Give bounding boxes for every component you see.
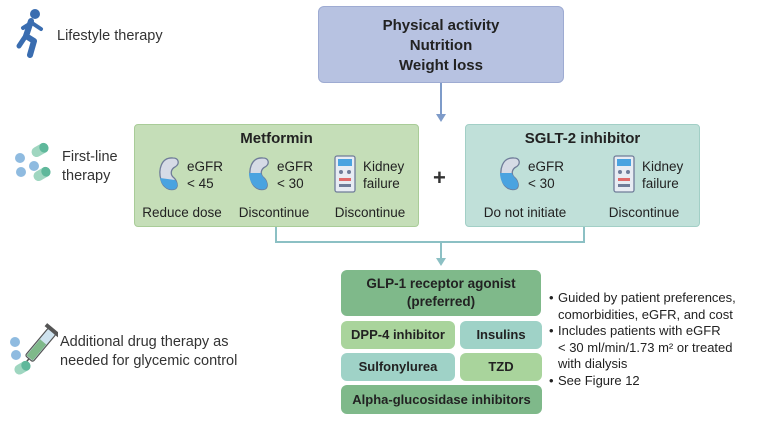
metformin-item-1-line2: < 45 <box>187 176 214 191</box>
glp1-line1: GLP-1 receptor agonist <box>366 276 516 291</box>
metformin-item-2-line1: eGFR <box>277 159 314 174</box>
lifestyle-therapy-label: Lifestyle therapy <box>57 28 163 44</box>
kidney-icon <box>249 157 269 191</box>
dpp4-box: DPP-4 inhibitor <box>341 321 455 349</box>
note-2-line2: < 30 ml/min/1.73 m² or treated <box>558 339 733 355</box>
additional-label-line2: needed for glycemic control <box>60 353 238 369</box>
alpha-glucosidase-box: Alpha-glucosidase inhibitors <box>341 385 542 414</box>
dialysis-machine-icon <box>334 155 356 193</box>
metformin-item-3-line2: failure <box>363 176 400 191</box>
note-1-line2: comorbidities, eGFR, and cost <box>558 306 733 322</box>
first-line-label-line2: therapy <box>62 168 111 184</box>
sglt2-item-2-line1: Kidney <box>642 159 684 174</box>
sglt2-item-2-action: Discontinue <box>608 205 680 220</box>
metformin-item-1-line1: eGFR <box>187 159 224 174</box>
sglt2-title: SGLT-2 inhibitor <box>524 130 641 147</box>
metformin-box: Metformin eGFR < 45 Reduce dose eGFR < 3… <box>134 124 419 227</box>
note-2: Includes patients with eGFR < 30 ml/min/… <box>549 323 736 373</box>
plus-sign: + <box>433 165 446 190</box>
sglt2-item-2-line2: failure <box>642 176 679 191</box>
glp1-line2: (preferred) <box>406 294 476 309</box>
sglt2-item-1-line1: eGFR <box>528 159 565 174</box>
metformin-item-1-action: Reduce dose <box>142 205 222 220</box>
syringe-pills-icon <box>10 323 58 375</box>
metformin-item-1-text: eGFR < 45 <box>187 158 223 192</box>
dialysis-machine-icon <box>613 155 635 193</box>
lifestyle-item-1: Physical activity <box>382 17 500 34</box>
metformin-item-3-line1: Kidney <box>363 159 405 174</box>
sglt2-item-1-action: Do not initiate <box>483 205 567 220</box>
pills-icon <box>15 142 51 181</box>
first-line-therapy-label: First-line therapy <box>62 148 118 186</box>
insulins-box: Insulins <box>460 321 542 349</box>
sglt2-item-1-text: eGFR < 30 <box>528 158 564 192</box>
metformin-item-3-text: Kidney failure <box>363 158 404 192</box>
lifestyle-box: Physical activity Nutrition Weight loss <box>318 6 564 83</box>
notes-list: Guided by patient preferences, comorbidi… <box>549 290 736 389</box>
sglt2-item-2-text: Kidney failure <box>642 158 683 192</box>
running-person-icon <box>16 9 43 58</box>
sglt2-item-1-line2: < 30 <box>528 176 555 191</box>
additional-label-line1: Additional drug therapy as <box>60 334 229 350</box>
note-1: Guided by patient preferences, comorbidi… <box>549 290 736 323</box>
first-line-label-line1: First-line <box>62 149 118 165</box>
additional-therapy-label: Additional drug therapy as needed for gl… <box>60 333 237 371</box>
lifestyle-item-3: Weight loss <box>399 57 483 74</box>
metformin-item-2-line2: < 30 <box>277 176 304 191</box>
note-3: See Figure 12 <box>549 373 736 390</box>
metformin-title: Metformin <box>240 130 313 147</box>
metformin-item-2-text: eGFR < 30 <box>277 158 313 192</box>
sulfonylurea-box: Sulfonylurea <box>341 353 455 381</box>
note-2-line3: with dialysis <box>558 356 628 371</box>
lifestyle-item-2: Nutrition <box>409 37 473 54</box>
note-2-line1: Includes patients with eGFR <box>558 323 721 338</box>
sglt2-box: SGLT-2 inhibitor eGFR < 30 Do not initia… <box>465 124 700 227</box>
kidney-icon <box>159 157 179 191</box>
note-1-line1: Guided by patient preferences, <box>558 290 736 305</box>
metformin-item-3-action: Discontinue <box>334 205 406 220</box>
kidney-icon <box>500 157 520 191</box>
metformin-item-2-action: Discontinue <box>238 205 310 220</box>
tzd-box: TZD <box>460 353 542 381</box>
glp1-box: GLP-1 receptor agonist (preferred) <box>341 270 541 316</box>
